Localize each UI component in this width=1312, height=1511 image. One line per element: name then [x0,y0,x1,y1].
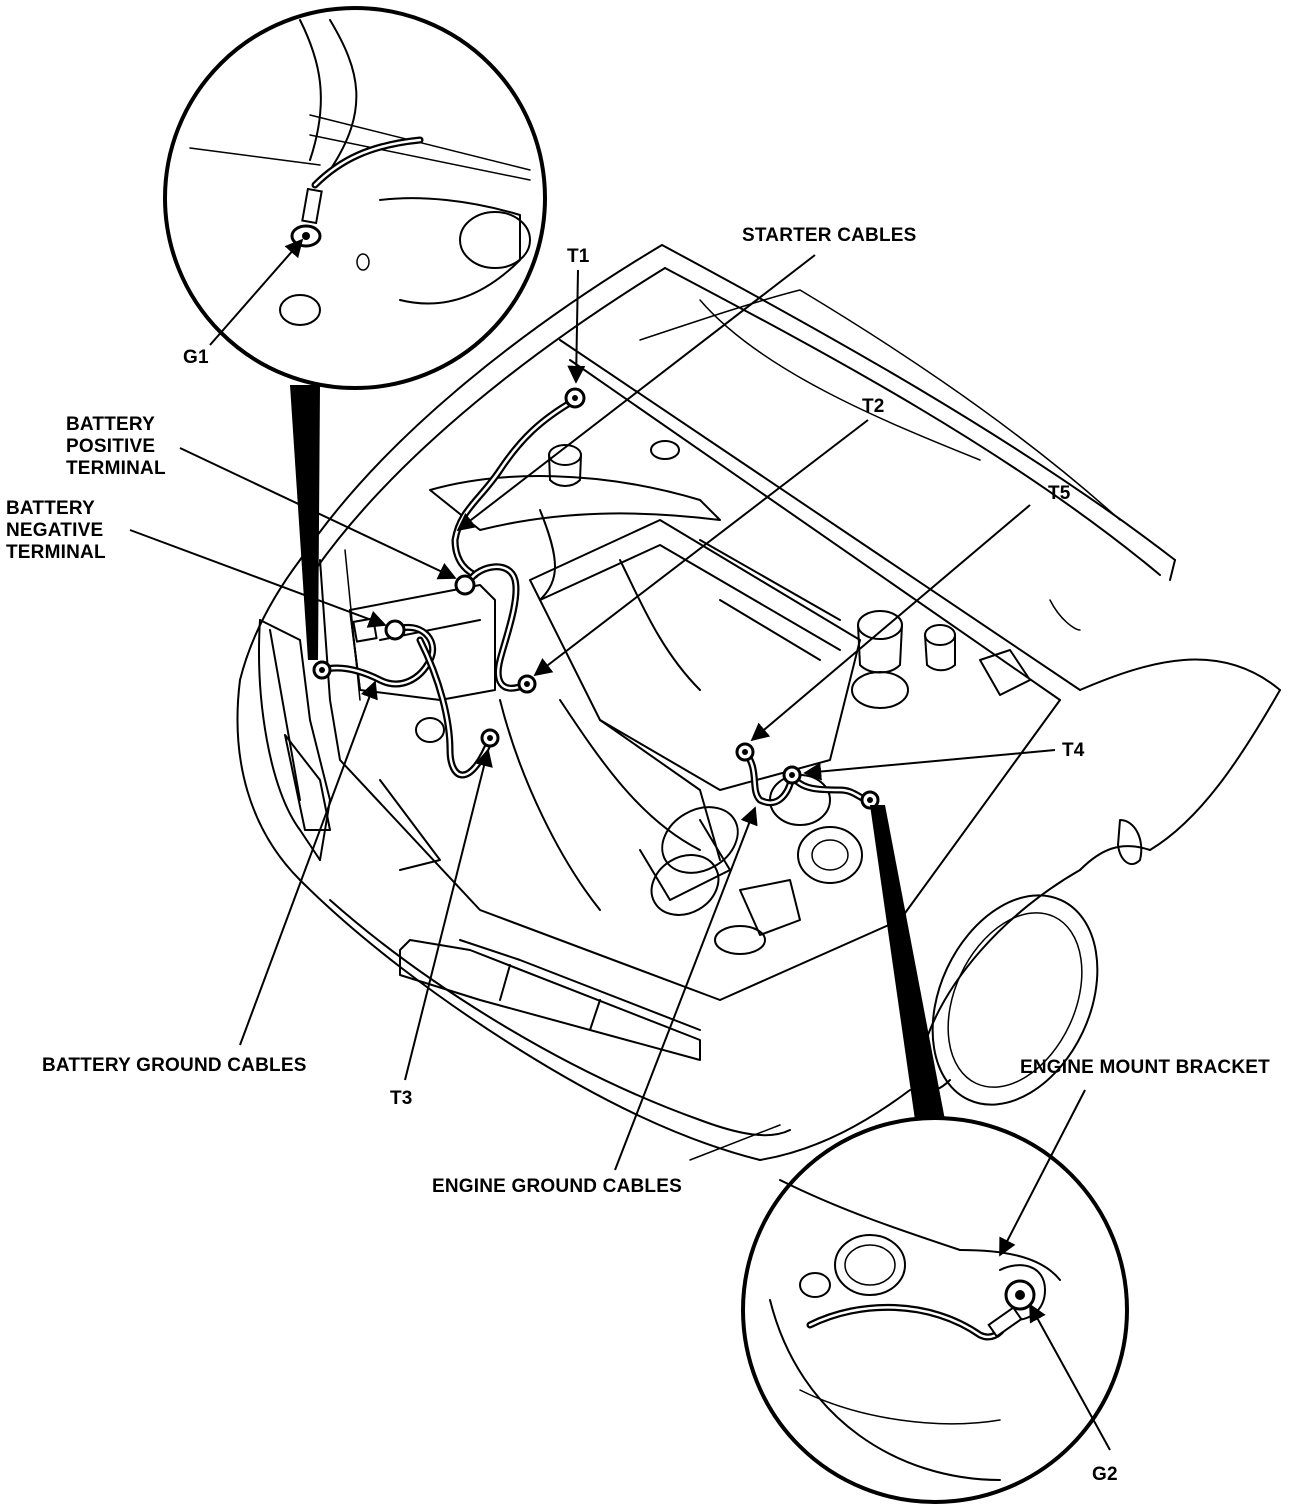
battery-positive-post [454,574,476,596]
detail-circle-g2 [741,805,1129,1504]
battery-negative-post [384,619,406,641]
leader-t2 [533,419,869,677]
label-battery-negative-line1: BATTERY [6,498,96,519]
label-battery-positive-line1: BATTERY [66,414,156,435]
label-t2: T2 [862,396,885,417]
label-battery-positive-terminal: BATTERY POSITIVE TERMINAL [66,414,166,480]
leader-starter-cables [456,254,816,532]
label-starter-cables: STARTER CABLES [742,225,917,246]
label-g1: G1 [183,347,209,368]
leader-engine-ground-cables [614,806,758,1171]
label-t5: T5 [1048,483,1071,504]
label-battery-ground-cables: BATTERY GROUND CABLES [42,1055,307,1076]
battery-ground-cable-g1 [318,623,436,688]
label-engine-mount-bracket: ENGINE MOUNT BRACKET [1020,1057,1270,1078]
label-battery-negative-line2: NEGATIVE [6,520,104,541]
leader-t5 [750,504,1031,742]
leader-t4 [803,749,1056,781]
label-t3: T3 [390,1088,413,1109]
starter-cable [451,396,579,579]
cables [318,396,874,806]
label-t1: T1 [567,246,590,267]
engine-assembly [349,440,1031,955]
leader-engine-mount-bracket [999,1089,1086,1257]
car-body [236,244,1281,1161]
label-g2: G2 [1092,1464,1118,1485]
leader-battery-positive [179,447,457,580]
leader-t1 [567,269,586,384]
label-t4: T4 [1062,740,1085,761]
leader-g2 [1029,1303,1111,1451]
leader-t3 [404,748,493,1081]
label-battery-positive-line2: POSITIVE [66,436,156,457]
label-battery-negative-line3: TERMINAL [6,542,106,563]
label-engine-ground-cables: ENGINE GROUND CABLES [432,1176,682,1197]
label-battery-negative-terminal: BATTERY NEGATIVE TERMINAL [6,498,106,564]
leader-battery-ground-cables [239,680,378,1046]
label-battery-positive-line3: TERMINAL [66,458,166,479]
terminal-bolts [312,387,880,810]
detail-circle-g1 [163,6,547,660]
leader-battery-negative [129,529,387,628]
leader-lines [129,238,1111,1451]
leader-g1 [209,238,304,346]
